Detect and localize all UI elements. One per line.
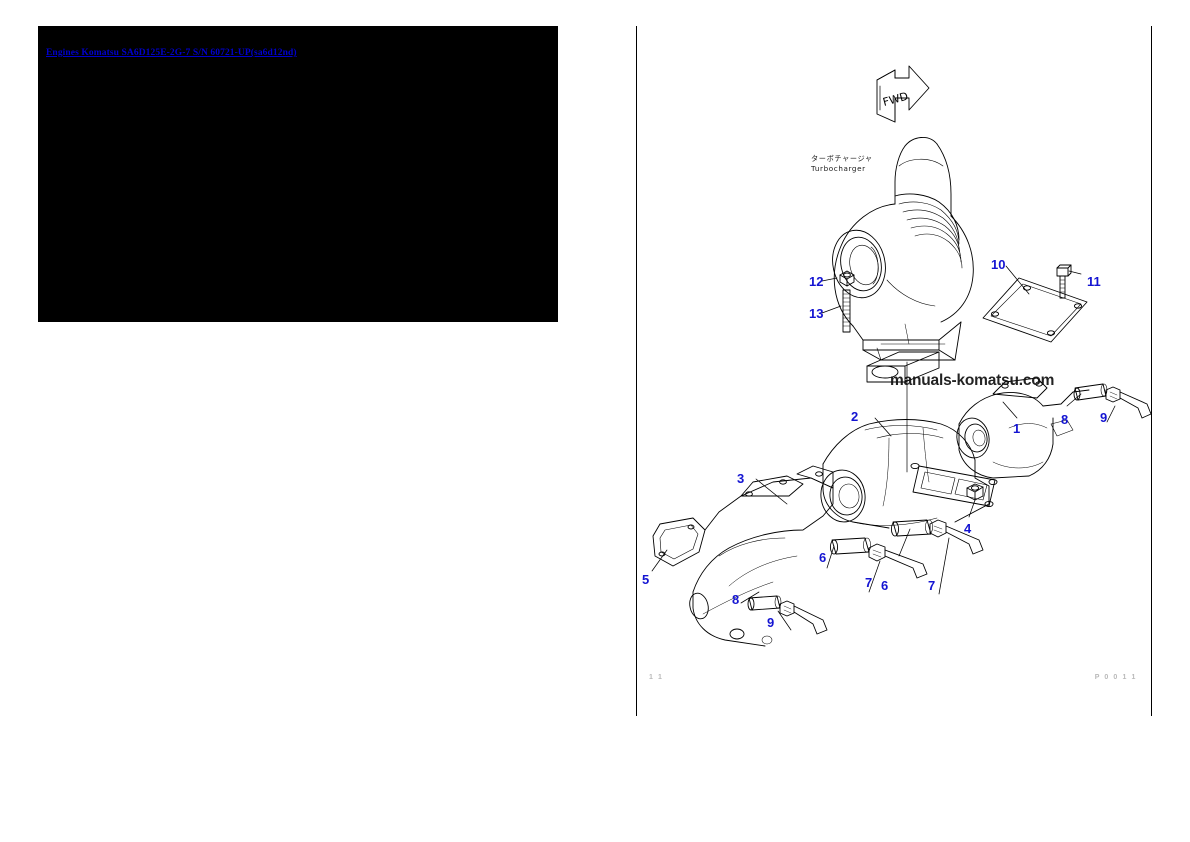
callout-13[interactable]: 13 xyxy=(809,306,824,321)
exploded-parts-illustration: FWD xyxy=(651,65,1152,647)
callout-1[interactable]: 1 xyxy=(1013,421,1021,436)
document-preview-panel: Engines Komatsu SA6D125E-2G-7 S/N 60721-… xyxy=(38,26,558,322)
turbocharger-label-japanese: ターボチャージャ xyxy=(811,154,873,163)
spacer-8-part-left xyxy=(747,595,782,611)
callout-6a[interactable]: 6 xyxy=(819,550,827,565)
svg-text:FWD: FWD xyxy=(881,90,909,109)
spacer-6-part-a xyxy=(829,537,871,555)
stud-13-part xyxy=(842,289,851,333)
exhaust-gasket-part xyxy=(652,517,706,567)
callout-9b[interactable]: 9 xyxy=(1100,410,1108,425)
parts-diagram-panel: FWD xyxy=(636,26,1152,716)
diagram-canvas: FWD xyxy=(637,26,1152,716)
callout-7b[interactable]: 7 xyxy=(928,578,936,593)
callout-8a[interactable]: 8 xyxy=(1061,412,1069,427)
footer-right-code: P 0 0 1 1 xyxy=(1094,674,1137,681)
spacer-8-part-right xyxy=(1073,383,1108,401)
turbocharger-label-english: Turbocharger xyxy=(811,164,866,174)
connector-elbow-part xyxy=(956,377,1090,479)
callout-11[interactable]: 11 xyxy=(1087,274,1101,289)
spacer-6-part-b xyxy=(890,519,933,537)
callout-7a[interactable]: 7 xyxy=(865,575,873,590)
cover-plate-part xyxy=(982,277,1088,343)
nut-12-part xyxy=(839,270,855,287)
bolt-9-part-left xyxy=(779,600,828,635)
turbocharger-part xyxy=(832,137,974,361)
watermark-text: manuals-komatsu.com xyxy=(890,372,1055,389)
callout-4[interactable]: 4 xyxy=(964,521,972,536)
bolt-11-part xyxy=(1056,264,1072,299)
turbo-gasket-part xyxy=(866,351,940,383)
bolt-9-part-right xyxy=(1105,386,1152,419)
callout-8b[interactable]: 8 xyxy=(732,592,740,607)
callout-10[interactable]: 10 xyxy=(991,257,1006,272)
callout-5[interactable]: 5 xyxy=(642,572,650,587)
callout-6b[interactable]: 6 xyxy=(881,578,889,593)
callout-2[interactable]: 2 xyxy=(851,409,859,424)
turbocharger-label: ターボチャージャ Turbocharger xyxy=(811,154,873,175)
bolt-7-part-b xyxy=(929,519,984,555)
exhaust-manifold-part xyxy=(689,465,834,647)
callout-3[interactable]: 3 xyxy=(737,471,745,486)
washer-4-part xyxy=(966,483,984,501)
fwd-arrow-icon: FWD xyxy=(876,65,930,123)
callout-9a[interactable]: 9 xyxy=(767,615,775,630)
document-title-link[interactable]: Engines Komatsu SA6D125E-2G-7 S/N 60721-… xyxy=(46,48,297,58)
bolt-7-part-a xyxy=(868,543,928,579)
footer-left-code: 1 1 xyxy=(649,674,664,681)
callout-12[interactable]: 12 xyxy=(809,274,824,289)
